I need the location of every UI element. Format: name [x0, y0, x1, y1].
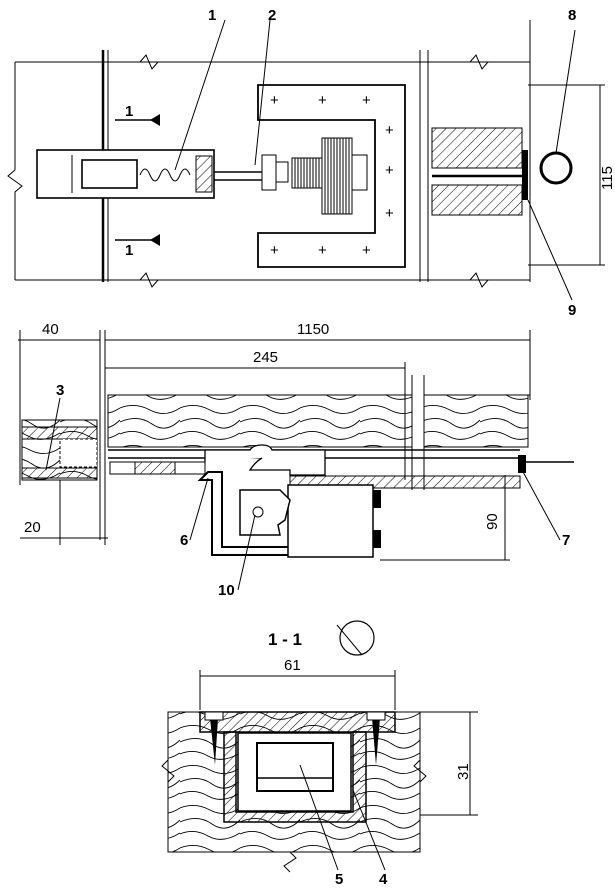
- callout-1: 2: [268, 7, 276, 24]
- dimension-115: 115: [599, 166, 615, 190]
- callout-7: 7: [562, 532, 570, 549]
- dimension-20: 20: [24, 519, 41, 536]
- section-title: 1 - 1: [268, 630, 302, 649]
- section-mark-top: 1: [125, 103, 133, 120]
- svg-text:+: +: [318, 92, 327, 109]
- callout-4: 4: [379, 871, 388, 888]
- callout-5: 5: [335, 871, 343, 888]
- svg-text:+: +: [385, 162, 394, 179]
- dimension-245: 245: [253, 349, 278, 366]
- plan-view: + + + + + + + + +: [7, 19, 605, 301]
- section-view: 1 - 1: [161, 620, 478, 873]
- elevation-view: [18, 330, 574, 591]
- dimension-40: 40: [42, 321, 59, 338]
- svg-text:+: +: [362, 242, 371, 259]
- svg-text:+: +: [318, 242, 327, 259]
- callout-9: 9: [568, 302, 576, 319]
- callout-3: 3: [56, 382, 64, 399]
- svg-text:+: +: [385, 205, 394, 222]
- section-circle-symbol: [339, 620, 375, 656]
- dimension-1150: 1150: [297, 321, 329, 338]
- svg-text:+: +: [270, 92, 279, 109]
- dimension-31: 31: [455, 763, 472, 780]
- svg-text:+: +: [362, 92, 371, 109]
- svg-text:+: +: [270, 242, 279, 259]
- dimension-90: 90: [484, 513, 501, 530]
- callout-8: 8: [568, 7, 576, 24]
- svg-text:+: +: [385, 122, 394, 139]
- dimension-61: 61: [284, 657, 301, 674]
- callout-10: 10: [218, 582, 235, 599]
- plan-callouts: 1 2 8 9 1 1 115: [125, 7, 615, 319]
- callout-2: 1: [208, 7, 216, 24]
- elevation-callouts: 40 1150 245 20 90 3 6 7 10: [24, 321, 570, 599]
- section-callouts: 61 31 5 4: [284, 657, 472, 888]
- section-mark-bottom: 1: [125, 242, 133, 259]
- callout-6: 6: [180, 532, 188, 549]
